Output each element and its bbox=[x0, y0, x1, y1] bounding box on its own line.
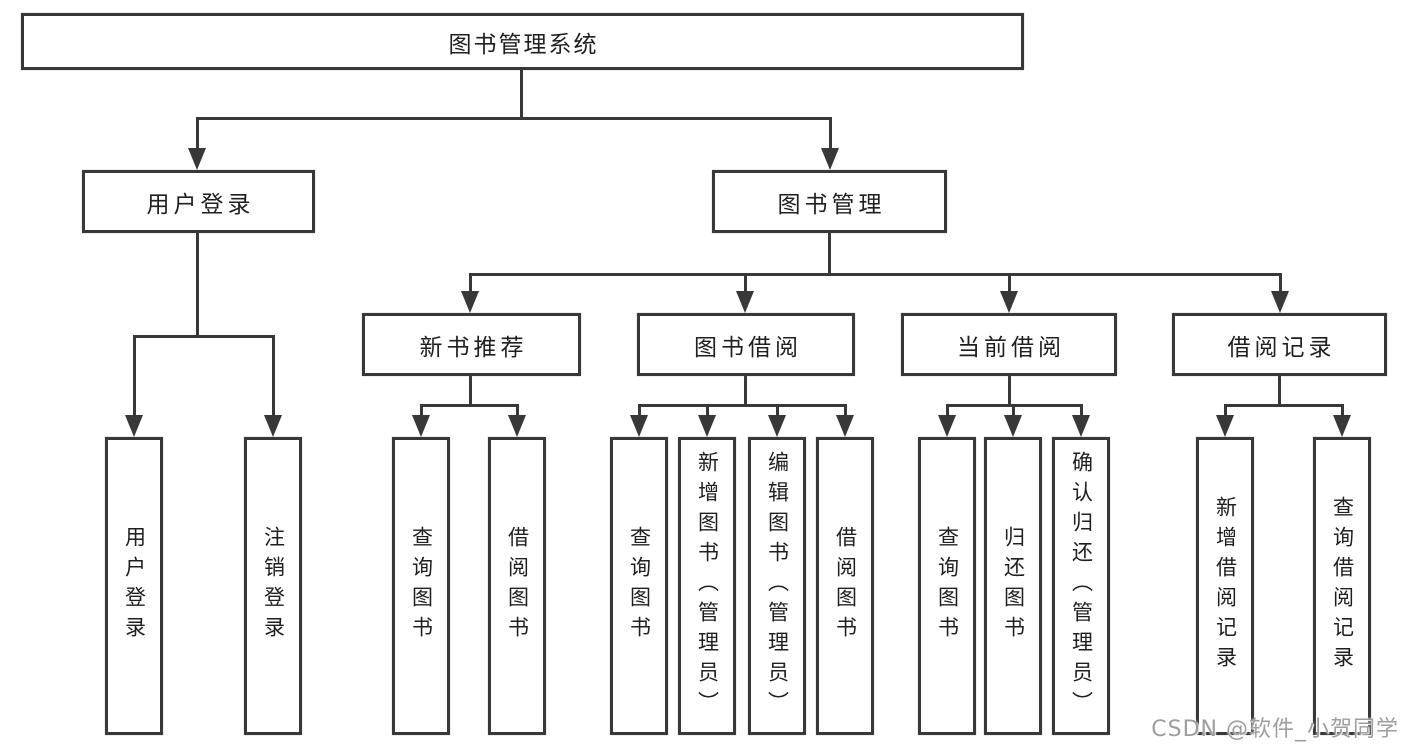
node-book-borrow: 图书借阅 bbox=[637, 313, 855, 376]
leaf-logout: 注销登录 bbox=[244, 437, 302, 735]
connector-line bbox=[272, 335, 275, 417]
connector-line bbox=[420, 404, 423, 417]
leaf-add-borrow-record: 新增借阅记录 bbox=[1196, 437, 1254, 735]
connector-line bbox=[1012, 404, 1015, 417]
arrowhead-icon bbox=[1000, 291, 1018, 313]
leaf-query-book-current: 查询图书 bbox=[918, 437, 976, 735]
leaf-borrow-book: 借阅图书 bbox=[816, 437, 874, 735]
connector-line bbox=[1008, 375, 1011, 407]
connector-line bbox=[744, 375, 747, 407]
connector-line bbox=[1279, 273, 1282, 293]
arrowhead-icon bbox=[125, 415, 143, 437]
connector-line bbox=[420, 404, 519, 407]
node-book-management: 图书管理 bbox=[712, 170, 947, 233]
connector-line bbox=[1224, 404, 1227, 417]
arrowhead-icon bbox=[188, 148, 206, 170]
arrowhead-icon bbox=[821, 148, 839, 170]
node-new-book-recommend: 新书推荐 bbox=[362, 313, 581, 376]
connector-line bbox=[1080, 404, 1083, 417]
connector-line bbox=[196, 117, 199, 151]
connector-line bbox=[828, 233, 831, 276]
leaf-confirm-return-admin: 确认归还（管理员） bbox=[1052, 437, 1110, 735]
connector-line bbox=[133, 335, 275, 338]
connector-line bbox=[638, 404, 641, 417]
connector-line bbox=[1278, 375, 1281, 407]
leaf-query-book-borrow: 查询图书 bbox=[610, 437, 668, 735]
watermark-text: CSDN @软件_小贺同学 bbox=[1151, 717, 1399, 742]
arrowhead-icon bbox=[836, 415, 854, 437]
leaf-add-book-admin: 新增图书（管理员） bbox=[678, 437, 736, 735]
leaf-query-book-recommend: 查询图书 bbox=[392, 437, 450, 735]
connector-line bbox=[1224, 404, 1344, 407]
connector-line bbox=[196, 233, 199, 338]
arrowhead-icon bbox=[768, 415, 786, 437]
leaf-return-book: 归还图书 bbox=[984, 437, 1042, 735]
arrowhead-icon bbox=[1216, 415, 1234, 437]
node-user-login: 用户登录 bbox=[82, 170, 315, 233]
arrowhead-icon bbox=[630, 415, 648, 437]
arrowhead-icon bbox=[1333, 415, 1351, 437]
node-current-borrow: 当前借阅 bbox=[901, 313, 1117, 376]
arrowhead-icon bbox=[461, 291, 479, 313]
leaf-edit-book-admin: 编辑图书（管理员） bbox=[748, 437, 806, 735]
arrowhead-icon bbox=[698, 415, 716, 437]
connector-line bbox=[776, 404, 779, 417]
connector-line bbox=[744, 273, 747, 293]
connector-line bbox=[706, 404, 709, 417]
connector-line bbox=[516, 404, 519, 417]
arrowhead-icon bbox=[1072, 415, 1090, 437]
leaf-borrow-book-recommend: 借阅图书 bbox=[488, 437, 546, 735]
arrowhead-icon bbox=[264, 415, 282, 437]
connector-line bbox=[469, 273, 472, 293]
node-borrow-records: 借阅记录 bbox=[1172, 313, 1387, 376]
arrowhead-icon bbox=[736, 291, 754, 313]
connector-line bbox=[469, 273, 1282, 276]
node-system-root: 图书管理系统 bbox=[21, 13, 1024, 70]
leaf-query-borrow-record: 查询借阅记录 bbox=[1313, 437, 1371, 735]
connector-line bbox=[520, 69, 523, 120]
connector-line bbox=[1008, 273, 1011, 293]
connector-line bbox=[946, 404, 949, 417]
connector-line bbox=[469, 375, 472, 407]
arrowhead-icon bbox=[1271, 291, 1289, 313]
connector-line bbox=[1341, 404, 1344, 417]
connector-line bbox=[844, 404, 847, 417]
connector-line bbox=[829, 117, 832, 151]
arrowhead-icon bbox=[938, 415, 956, 437]
leaf-user-login: 用户登录 bbox=[105, 437, 163, 735]
arrowhead-icon bbox=[412, 415, 430, 437]
arrowhead-icon bbox=[1004, 415, 1022, 437]
connector-line bbox=[133, 335, 136, 417]
arrowhead-icon bbox=[508, 415, 526, 437]
connector-line bbox=[196, 117, 832, 120]
connector-line bbox=[638, 404, 847, 407]
